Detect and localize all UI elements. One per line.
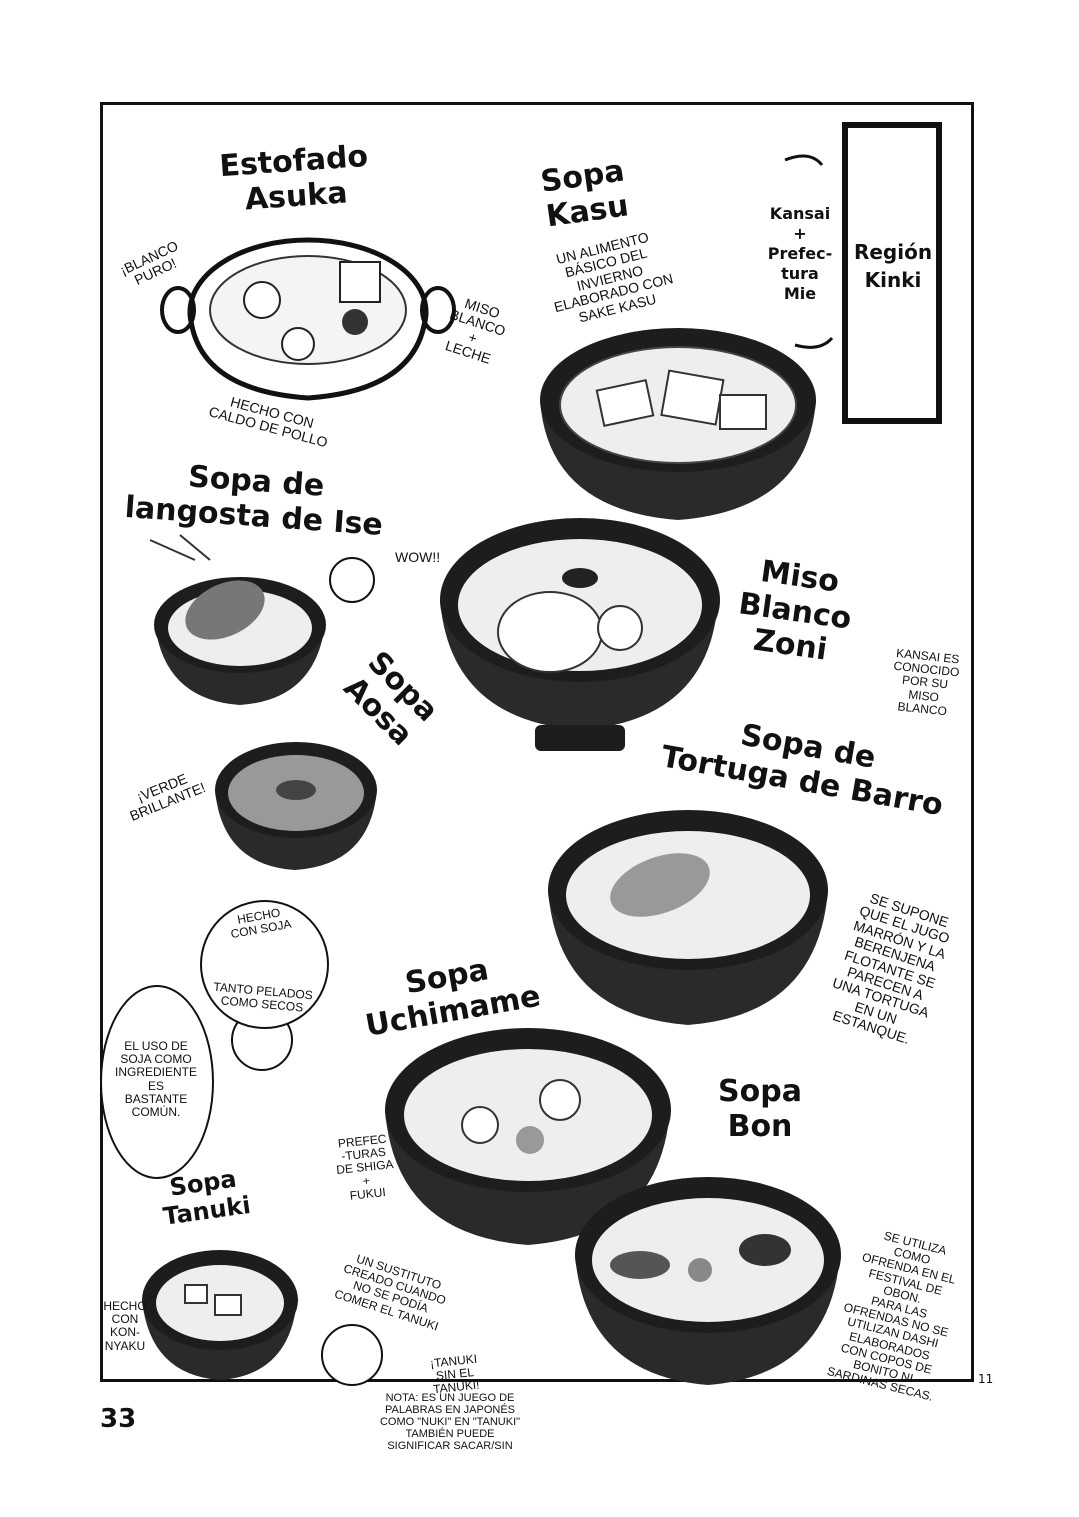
zoni-bowl-illustration bbox=[440, 518, 720, 751]
bon-bowl-illustration bbox=[575, 1177, 841, 1385]
region-box bbox=[842, 122, 942, 424]
uchimame-note: PREFEC -TURAS DE SHIGA + FUKUI bbox=[335, 1131, 395, 1203]
sheet-number: 11 bbox=[978, 1372, 994, 1386]
region-label: Región Kinki bbox=[853, 240, 933, 292]
bracket-top bbox=[784, 154, 824, 167]
soja-bubble bbox=[100, 985, 214, 1179]
page-number: 33 bbox=[100, 1404, 137, 1434]
tanuki-bowl-illustration bbox=[142, 1250, 298, 1380]
ise-lobster-bowl-illustration bbox=[149, 534, 326, 705]
bon-title: Sopa Bon bbox=[718, 1074, 802, 1144]
uchimame-bubble-left: EL USO DE SOJA COMO INGREDIENTE ES BASTA… bbox=[114, 1039, 197, 1119]
tanuki-note-left: HECHO CON KON- NYAKU bbox=[103, 1299, 147, 1353]
kasu-bowl-illustration bbox=[540, 328, 816, 520]
region-subtitle: Kansai + Prefec- tura Mie bbox=[767, 204, 833, 303]
asuka-pot-illustration bbox=[160, 237, 456, 401]
manga-panel bbox=[100, 102, 974, 1382]
tortuga-bowl-illustration bbox=[548, 810, 828, 1025]
translator-footnote: NOTA: ES UN JUEGO DE PALABRAS EN JAPONÉS… bbox=[379, 1392, 521, 1453]
bracket-bottom bbox=[794, 336, 834, 349]
ise-note: WOW!! bbox=[395, 549, 441, 565]
zoni-title: Miso Blanco Zoni bbox=[736, 554, 854, 668]
aosa-bowl-illustration bbox=[215, 742, 377, 870]
asuka-title: Estofado Asuka bbox=[218, 138, 370, 217]
uchimame-bubble bbox=[200, 900, 329, 1029]
zoni-note: KANSAI ES CONOCIDO POR SU MISO BLANCO bbox=[892, 645, 961, 719]
